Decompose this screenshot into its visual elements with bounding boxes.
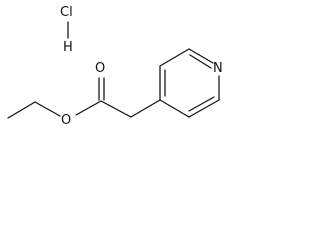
ethyl-ester: O O: [7, 61, 105, 128]
chemical-structure: Cl H O O N: [7, 5, 223, 128]
ring-bond-c3-c2: [159, 48, 190, 67]
o-carbonyl-carbon-bond: [75, 100, 102, 116]
chlorine-label: Cl: [60, 5, 73, 20]
ethyl-ch3-ch2-bond: [7, 101, 36, 119]
carbonyl-ch2-bond: [100, 100, 132, 118]
ring-bond-c6-c5: [188, 99, 220, 118]
ethyl-ch2-o-bond: [34, 101, 61, 117]
hydrogen-label: H: [63, 40, 73, 55]
carbonyl-oxygen-label: O: [95, 61, 105, 76]
ring-bond-c2-n-inner: [189, 54, 212, 69]
ring-bond-c5-c4: [159, 99, 190, 118]
ring-bond-c6-c5-inner: [188, 96, 215, 112]
ch2-ring-bond: [130, 99, 161, 118]
hydrochloride: Cl H: [60, 5, 73, 55]
ring-nitrogen-label: N: [213, 61, 223, 76]
pyridine-ring: N: [159, 48, 223, 118]
methylene-linker: [100, 99, 161, 118]
ring-bond-c2-n: [188, 48, 214, 64]
ester-oxygen-label: O: [61, 113, 71, 128]
